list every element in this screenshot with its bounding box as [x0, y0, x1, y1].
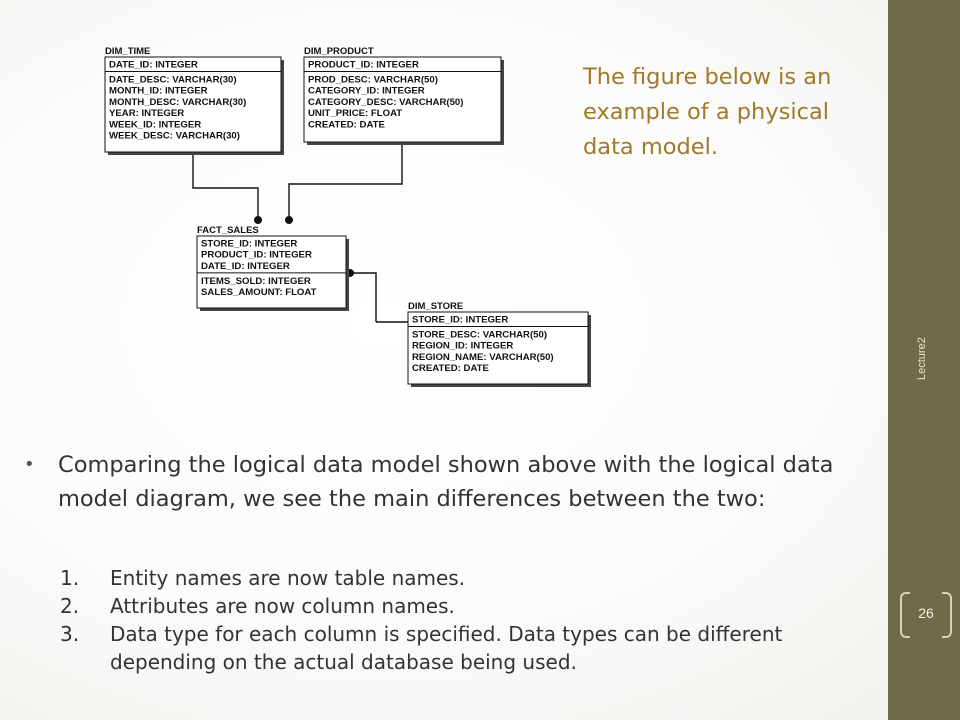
crowfoot-dot: [285, 216, 293, 224]
table-key: DATE_ID: INTEGER: [201, 261, 290, 272]
table-column: UNIT_PRICE: FLOAT: [308, 108, 402, 119]
table-key: STORE_ID: INTEGER: [201, 239, 297, 250]
relationship-line: [346, 269, 377, 322]
table-name: FACT_SALES: [197, 225, 259, 236]
figure-caption: The figure below is an example of a phys…: [583, 64, 832, 160]
table-column: MONTH_ID: INTEGER: [109, 86, 208, 97]
table-column: SALES_AMOUNT: FLOAT: [201, 287, 317, 298]
table-column: STORE_DESC: VARCHAR(50): [412, 330, 547, 341]
table-column: WEEK_ID: INTEGER: [109, 119, 201, 130]
table-dim-store: DIM_STORE STORE_ID: INTEGER STORE_DESC: VA…: [407, 301, 591, 387]
bullet-text: Comparing the logical data model shown a…: [58, 452, 834, 512]
table-column: YEAR: INTEGER: [109, 108, 184, 119]
table-dim-time: DIM_TIME DATE_ID: INTEGER DATE_DESC: VARCH…: [104, 46, 284, 155]
table-column: REGION_ID: INTEGER: [412, 341, 513, 352]
table-name: DIM_TIME: [105, 46, 150, 57]
list-item: 3. Data type for each column is specifie…: [58, 620, 858, 676]
crowfoot-dot: [254, 216, 262, 224]
list-item: 1. Entity names are now table names.: [58, 564, 858, 592]
table-column: CREATED: DATE: [308, 119, 386, 130]
table-column: MONTH_DESC: VARCHAR(30): [109, 97, 246, 108]
physical-data-model-diagram: DIM_TIME DATE_ID: INTEGER DATE_DESC: VARCH…: [104, 46, 591, 387]
table-column: REGION_NAME: VARCHAR(50): [412, 352, 554, 363]
list-text: Entity names are now table names.: [110, 566, 466, 590]
list-number: 2.: [60, 594, 80, 618]
table-box: [407, 311, 589, 385]
table-box: [104, 56, 282, 153]
table-column: CREATED: DATE: [412, 363, 490, 374]
table-column: WEEK_DESC: VARCHAR(30): [109, 131, 240, 142]
table-column: CATEGORY_ID: INTEGER: [308, 86, 425, 97]
bullet-dot: •: [24, 454, 35, 475]
list-text: Data type for each column is specified. …: [110, 622, 783, 674]
table-box: [196, 235, 347, 309]
table-key: DATE_ID: INTEGER: [109, 60, 198, 71]
table-key: PRODUCT_ID: INTEGER: [308, 60, 419, 71]
table-name: DIM_PRODUCT: [304, 46, 374, 57]
table-key: PRODUCT_ID: INTEGER: [201, 250, 312, 261]
page-number-box: 26: [900, 592, 952, 638]
lecture-label: Lecture2: [916, 337, 928, 380]
relationship-line: [192, 152, 262, 224]
table-column: DATE_DESC: VARCHAR(30): [109, 75, 237, 86]
table-name: DIM_STORE: [408, 301, 463, 312]
left-bracket: [900, 592, 910, 638]
table-dim-product: DIM_PRODUCT PRODUCT_ID: INTEGER PROD_DESC:…: [303, 46, 504, 145]
list-text: Attributes are now column names.: [110, 594, 455, 618]
relationship-line: [285, 142, 403, 224]
tables: DIM_TIME DATE_ID: INTEGER DATE_DESC: VARCH…: [104, 46, 591, 387]
differences-list: 1. Entity names are now table names. 2. …: [58, 564, 858, 676]
list-number: 3.: [60, 622, 80, 646]
list-item: 2. Attributes are now column names.: [58, 592, 858, 620]
right-bracket: [942, 592, 952, 638]
page-number: 26: [918, 605, 934, 621]
table-column: PROD_DESC: VARCHAR(50): [308, 75, 438, 86]
table-key: STORE_ID: INTEGER: [412, 315, 508, 326]
table-column: CATEGORY_DESC: VARCHAR(50): [308, 97, 463, 108]
list-number: 1.: [60, 566, 80, 590]
table-column: ITEMS_SOLD: INTEGER: [201, 276, 311, 287]
